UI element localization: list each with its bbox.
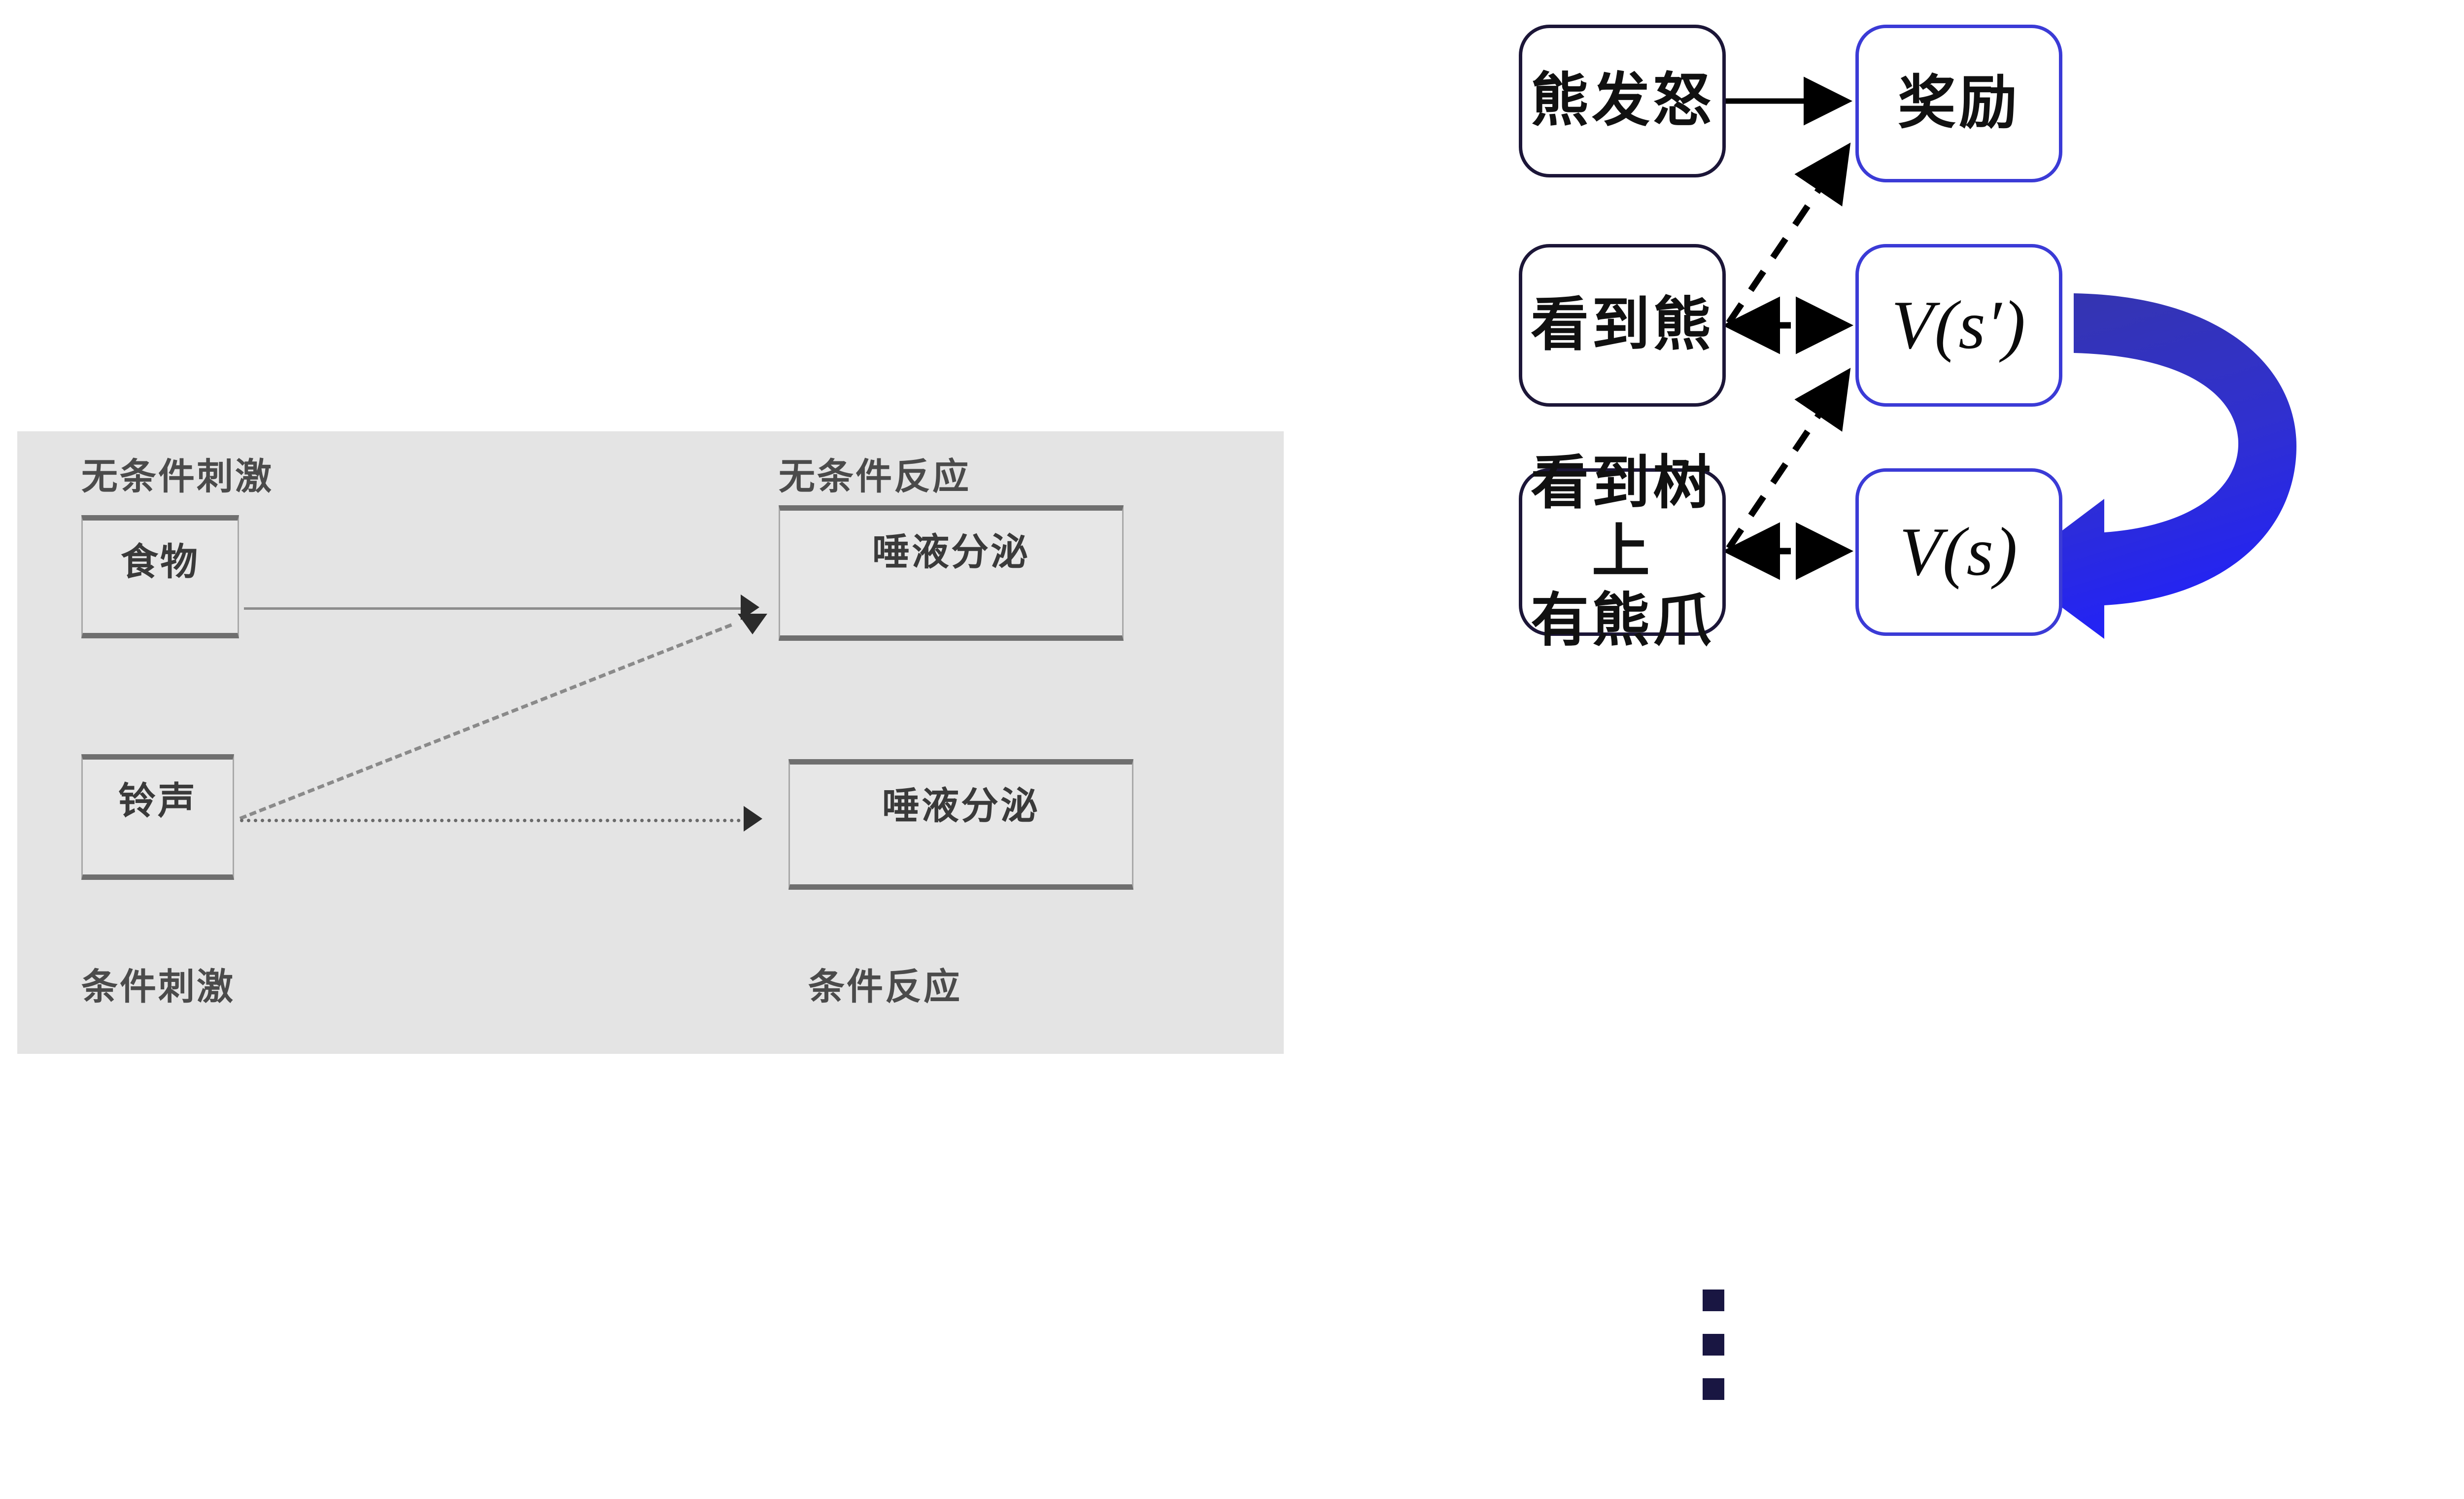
pavlov-box-bell: 铃声 (81, 754, 234, 880)
edge-layer (1722, 76, 2296, 639)
label-conditioned-response: 条件反应 (808, 966, 962, 1007)
node-see-bear: 看到熊 (1519, 244, 1726, 407)
node-claw-line1: 看到树上 (1530, 451, 1714, 585)
node-reward-label: 奖励 (1897, 70, 2020, 136)
node-value-s-prime: V(s′) (1855, 244, 2062, 407)
label-unconditioned-response: 无条件反应 (779, 456, 971, 497)
ellipsis-dot (1703, 1334, 1724, 1356)
label-unconditioned-stimulus: 无条件刺激 (81, 456, 274, 497)
label-conditioned-stimulus: 条件刺激 (81, 966, 235, 1007)
pavlov-box-salivation-top: 唾液分泌 (779, 505, 1124, 641)
update-loop-arrow (2011, 293, 2296, 639)
pavlov-box-food: 食物 (81, 515, 239, 638)
pavlov-box-salivation-bottom: 唾液分泌 (788, 759, 1133, 890)
edge-claw-to-vsprime (1726, 368, 1851, 550)
node-reward: 奖励 (1855, 25, 2062, 182)
ellipsis-dot (1703, 1290, 1724, 1311)
node-bear-angry: 熊发怒 (1519, 25, 1726, 177)
node-bear-angry-label: 熊发怒 (1530, 68, 1714, 134)
node-see-bear-label: 看到熊 (1530, 292, 1714, 358)
edge-see-bear-to-reward (1726, 142, 1851, 325)
value-function-diagram: 熊发怒 看到熊 看到树上 有熊爪 奖励 V(s′) V(s) (1429, 0, 2464, 1499)
node-value-s: V(s) (1855, 468, 2062, 636)
node-see-claw-on-tree: 看到树上 有熊爪 (1519, 451, 1726, 653)
node-claw-line2: 有熊爪 (1530, 588, 1714, 653)
node-see-claw-on-tree-label: 看到树上 有熊爪 (1522, 449, 1722, 655)
ellipsis-left-column (1703, 1290, 1724, 1400)
node-value-s-label: V(s) (1899, 514, 2019, 591)
node-value-s-prime-label: V(s′) (1891, 287, 2026, 364)
pavlovian-conditioning-panel: 无条件刺激 无条件反应 条件刺激 条件反应 食物 铃声 唾液分泌 唾液分泌 (17, 431, 1284, 1054)
ellipsis-dot (1703, 1378, 1724, 1400)
